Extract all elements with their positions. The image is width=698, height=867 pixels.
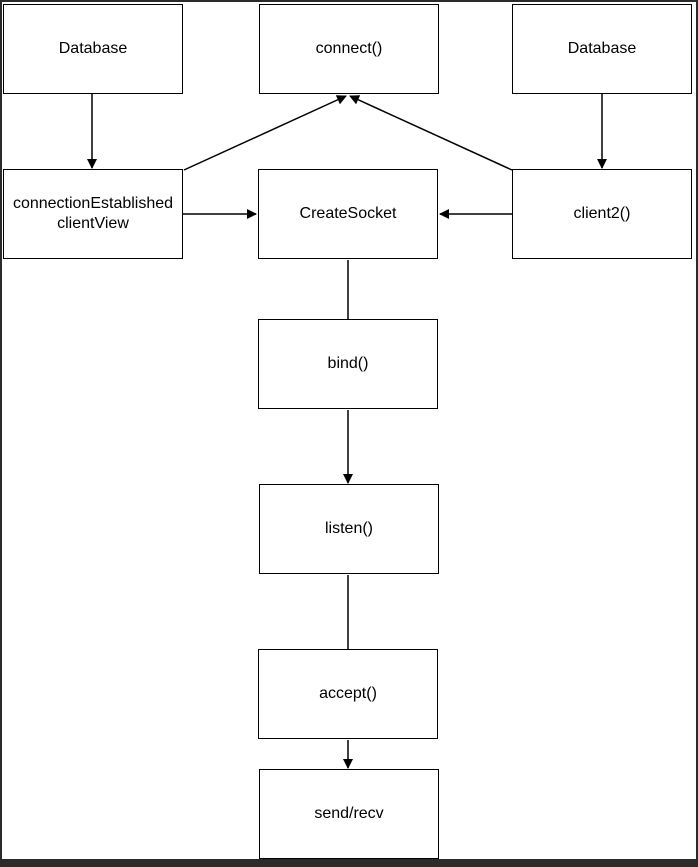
connect-label: connect() bbox=[315, 40, 383, 57]
client-view-label: clientView bbox=[57, 215, 129, 232]
connect-node: connect() bbox=[259, 4, 439, 94]
accept-label: accept() bbox=[319, 685, 377, 702]
database-left-label: Database bbox=[58, 40, 128, 57]
bind-label: bind() bbox=[327, 355, 369, 372]
listen-label: listen() bbox=[324, 520, 373, 537]
send-recv-label: send/recv bbox=[314, 805, 384, 822]
arrow-connection-to-connect bbox=[183, 95, 347, 171]
client2-node: client2() bbox=[512, 169, 692, 259]
connection-established-label: connectionEstablished bbox=[12, 195, 174, 212]
send-recv-node: send/recv bbox=[259, 769, 439, 859]
accept-node: accept() bbox=[258, 649, 438, 739]
client2-label: client2() bbox=[573, 205, 631, 222]
arrow-client2-to-connect bbox=[349, 95, 513, 171]
connection-established-node: connectionEstablished clientView bbox=[3, 169, 183, 259]
database-left-node: Database bbox=[3, 4, 183, 94]
create-socket-node: CreateSocket bbox=[258, 169, 438, 259]
database-right-node: Database bbox=[512, 4, 692, 94]
bind-node: bind() bbox=[258, 319, 438, 409]
database-right-label: Database bbox=[567, 40, 637, 57]
create-socket-label: CreateSocket bbox=[299, 205, 397, 222]
listen-node: listen() bbox=[259, 484, 439, 574]
